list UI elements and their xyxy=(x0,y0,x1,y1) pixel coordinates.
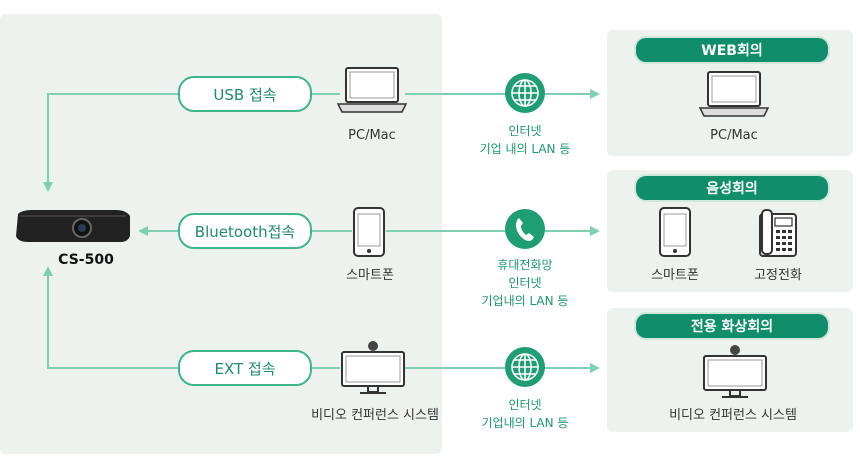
bluetooth-network-label-2: 인터넷 xyxy=(508,276,542,290)
voice-meeting-header: 음성회의 xyxy=(636,176,828,200)
ext-network-label-2: 기업내의 LAN 등 xyxy=(481,416,569,430)
usb-connector-line xyxy=(43,93,178,192)
globe-icon xyxy=(505,347,545,387)
usb-network-label-2: 기업 내의 LAN 등 xyxy=(479,142,571,156)
video-meeting-header: 전용 화상회의 xyxy=(636,314,828,338)
usb-network-label-1: 인터넷 xyxy=(508,124,542,138)
video-conference-system-icon xyxy=(703,345,767,398)
cs500-label: CS-500 xyxy=(58,252,114,268)
ext-connection-label: EXT 접속 xyxy=(178,350,312,386)
smartphone-icon xyxy=(659,207,691,257)
voice-device-label-1: 스마트폰 xyxy=(651,268,699,283)
usb-connection-label: USB 접속 xyxy=(178,76,312,112)
bluetooth-network-label-1: 휴대전화망 xyxy=(497,258,553,272)
bluetooth-network-label-3: 기업내의 LAN 등 xyxy=(481,294,569,308)
ext-connector-line xyxy=(43,266,178,369)
video-device-label: 비디오 컨퍼런스 시스템 xyxy=(669,408,797,423)
laptop-icon xyxy=(336,67,408,113)
desk-phone-icon xyxy=(759,209,797,257)
voice-device-label-2: 고정전화 xyxy=(754,268,802,283)
bluetooth-connection-label: Bluetooth접속 xyxy=(178,213,312,249)
phone-icon xyxy=(505,209,545,249)
laptop-icon xyxy=(698,71,770,117)
globe-icon xyxy=(505,73,545,113)
web-device-label: PC/Mac xyxy=(710,128,758,143)
web-meeting-header: WEB회의 xyxy=(636,38,828,62)
ext-device-label: 비디오 컨퍼런스 시스템 xyxy=(311,408,439,423)
smartphone-icon xyxy=(353,207,385,257)
ext-network-label-1: 인터넷 xyxy=(508,398,542,412)
usb-device-label: PC/Mac xyxy=(348,128,396,143)
bluetooth-device-label: 스마트폰 xyxy=(346,268,394,283)
video-conference-system-icon xyxy=(341,341,405,394)
cs500-device-icon xyxy=(16,210,130,242)
